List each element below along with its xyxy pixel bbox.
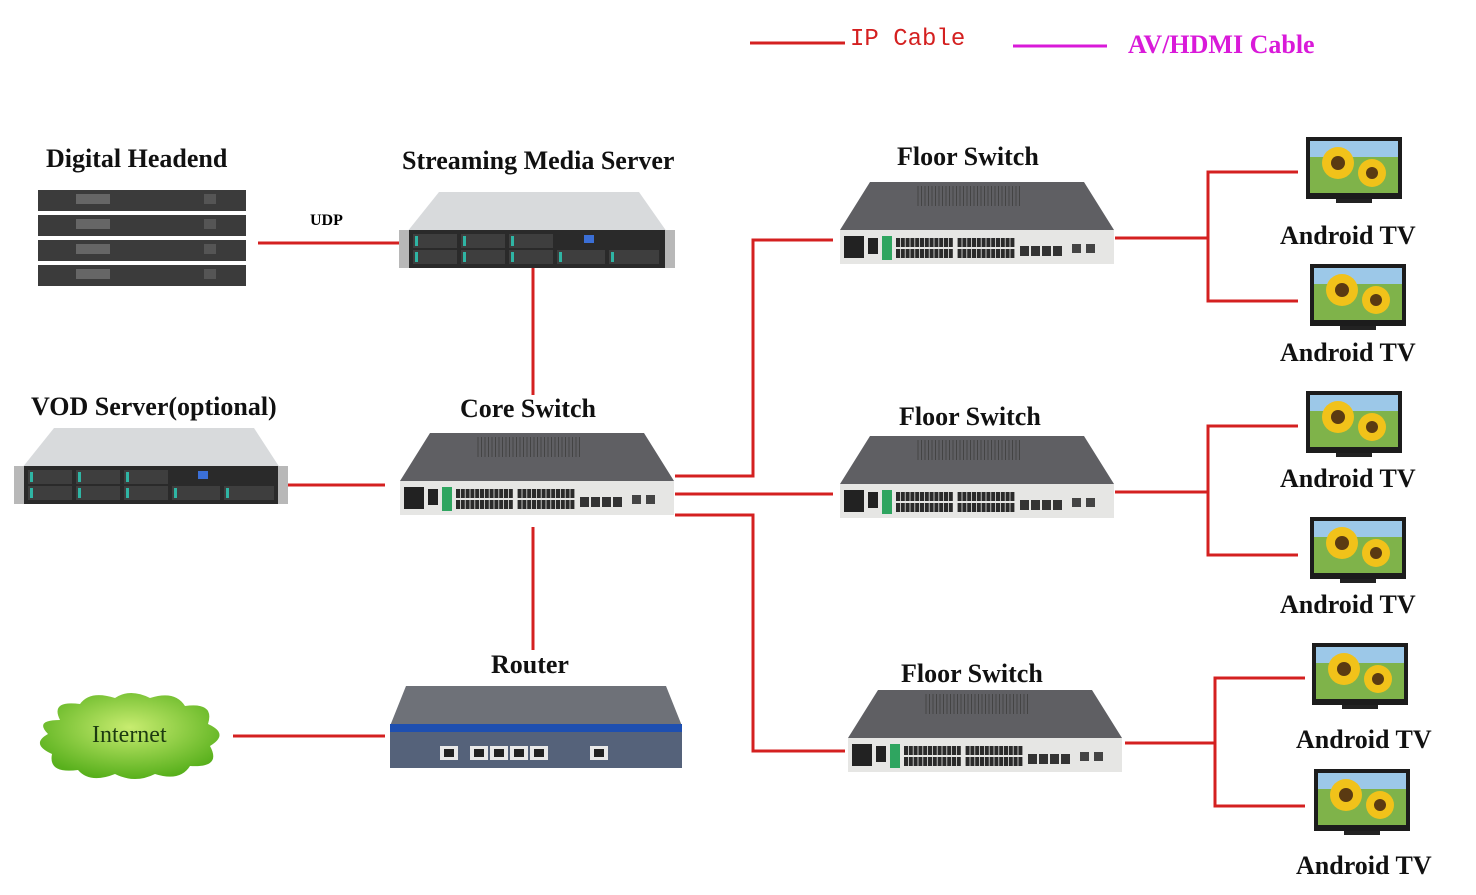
tv-1-label: Android TV [1280,221,1416,250]
digital-headend-device [38,190,246,286]
streaming-server-device [399,192,675,268]
legend-ip-label: IP Cable [850,26,966,53]
android-tv-4-icon [1310,517,1406,583]
udp-label: UDP [310,212,343,229]
core-switch-label: Core Switch [460,394,597,423]
cable-core-floor1 [675,238,833,478]
tv-3-label: Android TV [1280,464,1416,493]
legend-av-label: AV/HDMI Cable [1128,30,1315,59]
floor-switch-2-device [840,436,1114,518]
tv-6-label: Android TV [1296,851,1432,880]
floor-switch-1-device [840,182,1114,264]
floor-switch-3-label: Floor Switch [901,659,1043,688]
android-tv-6-icon [1314,769,1410,835]
cable-floor2-tvs [1206,424,1298,557]
android-tv-3-icon [1306,391,1402,457]
tv-5-label: Android TV [1296,725,1432,754]
android-tv-5-icon [1312,643,1408,709]
digital-headend-label: Digital Headend [46,144,228,173]
internet-cloud-icon [39,693,220,779]
tv-2-label: Android TV [1280,338,1416,367]
core-switch-device [400,433,674,515]
android-tv-2-icon [1310,264,1406,330]
android-tv-1-icon [1306,137,1402,203]
cable-floor1-tvs [1206,170,1298,303]
cable-core-floor3 [675,513,845,753]
router-device [390,686,682,768]
cable-floor3-tvs [1213,676,1305,808]
floor-switch-2-label: Floor Switch [899,402,1041,431]
router-label: Router [491,650,569,679]
internet-label: Internet [92,722,167,748]
tv-4-label: Android TV [1280,590,1416,619]
floor-switch-1-label: Floor Switch [897,142,1039,171]
floor-switch-3-device [848,690,1122,772]
vod-server-label: VOD Server(optional) [31,392,277,421]
vod-server-device [14,428,288,504]
streaming-server-label: Streaming Media Server [402,146,675,175]
